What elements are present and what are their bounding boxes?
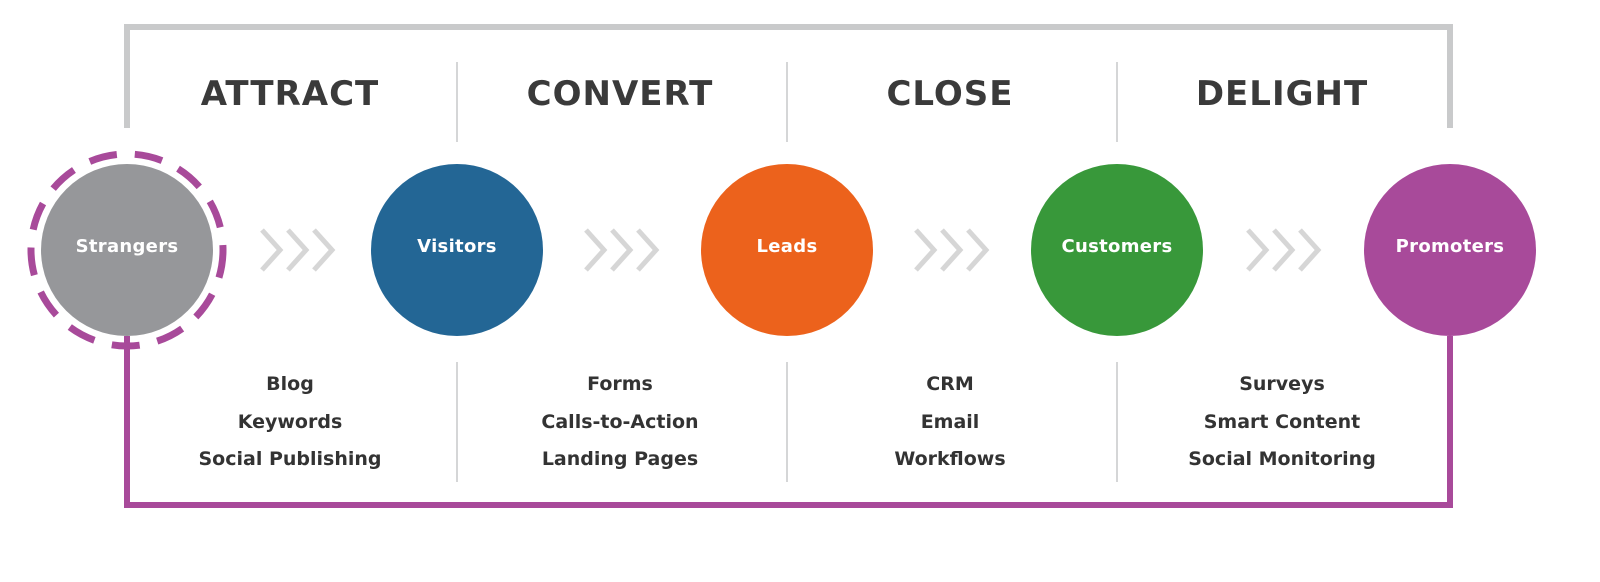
node-label-leads: Leads: [756, 236, 818, 257]
chevron-icon: [584, 228, 608, 272]
chevron-icon: [260, 228, 284, 272]
chevron-arrows-4: [1246, 228, 1322, 272]
chevron-icon: [1246, 228, 1270, 272]
tool-item: CRM: [926, 373, 974, 395]
tool-list-close: CRM Email Workflows: [800, 366, 1100, 479]
strangers-dashed-ring: [27, 150, 227, 350]
node-circle-promoters: [1364, 164, 1536, 336]
stage-title-delight: DELIGHT: [1195, 74, 1369, 114]
chevron-arrows-2: [584, 228, 660, 272]
chevron-arrows-3: [914, 228, 990, 272]
chevron-icon: [610, 228, 634, 272]
chevron-icon: [312, 228, 336, 272]
chevron-icon: [1272, 228, 1296, 272]
node-circle-leads: [701, 164, 873, 336]
node-circle-visitors: [371, 164, 543, 336]
node-label-visitors: Visitors: [417, 236, 497, 257]
tool-item: Social Monitoring: [1188, 448, 1376, 470]
node-label-customers: Customers: [1061, 236, 1173, 257]
top-bracket-line: [124, 24, 1453, 128]
return-loop-line: [124, 336, 1453, 508]
node-circle-customers: [1031, 164, 1203, 336]
stage-title-close: CLOSE: [886, 74, 1014, 114]
node-label-strangers: Strangers: [75, 236, 179, 257]
stage-title-convert: CONVERT: [526, 74, 714, 114]
chevron-icon: [966, 228, 990, 272]
tool-list-convert: Forms Calls-to-Action Landing Pages: [470, 366, 770, 479]
chevron-icon: [914, 228, 938, 272]
tool-item: Surveys: [1239, 373, 1325, 395]
chevron-icon: [940, 228, 964, 272]
chevron-arrows-1: [260, 228, 336, 272]
chevron-icon: [286, 228, 310, 272]
node-label-promoters: Promoters: [1395, 236, 1505, 257]
tool-item: Blog: [266, 373, 314, 395]
node-circle-strangers: [41, 164, 213, 336]
tool-list-delight: Surveys Smart Content Social Monitoring: [1132, 366, 1432, 479]
tool-list-attract: Blog Keywords Social Publishing: [140, 366, 440, 479]
tool-item: Email: [920, 410, 980, 433]
tool-item: Social Publishing: [198, 448, 382, 470]
stage-title-attract: ATTRACT: [200, 74, 380, 114]
tool-item: Landing Pages: [541, 448, 699, 470]
tool-item: Keywords: [237, 410, 343, 433]
chevron-icon: [1298, 228, 1322, 272]
tool-item: Forms: [587, 373, 653, 395]
tool-item: Calls-to-Action: [541, 410, 699, 433]
tool-item: Workflows: [894, 448, 1006, 470]
tool-item: Smart Content: [1203, 410, 1361, 433]
chevron-icon: [636, 228, 660, 272]
